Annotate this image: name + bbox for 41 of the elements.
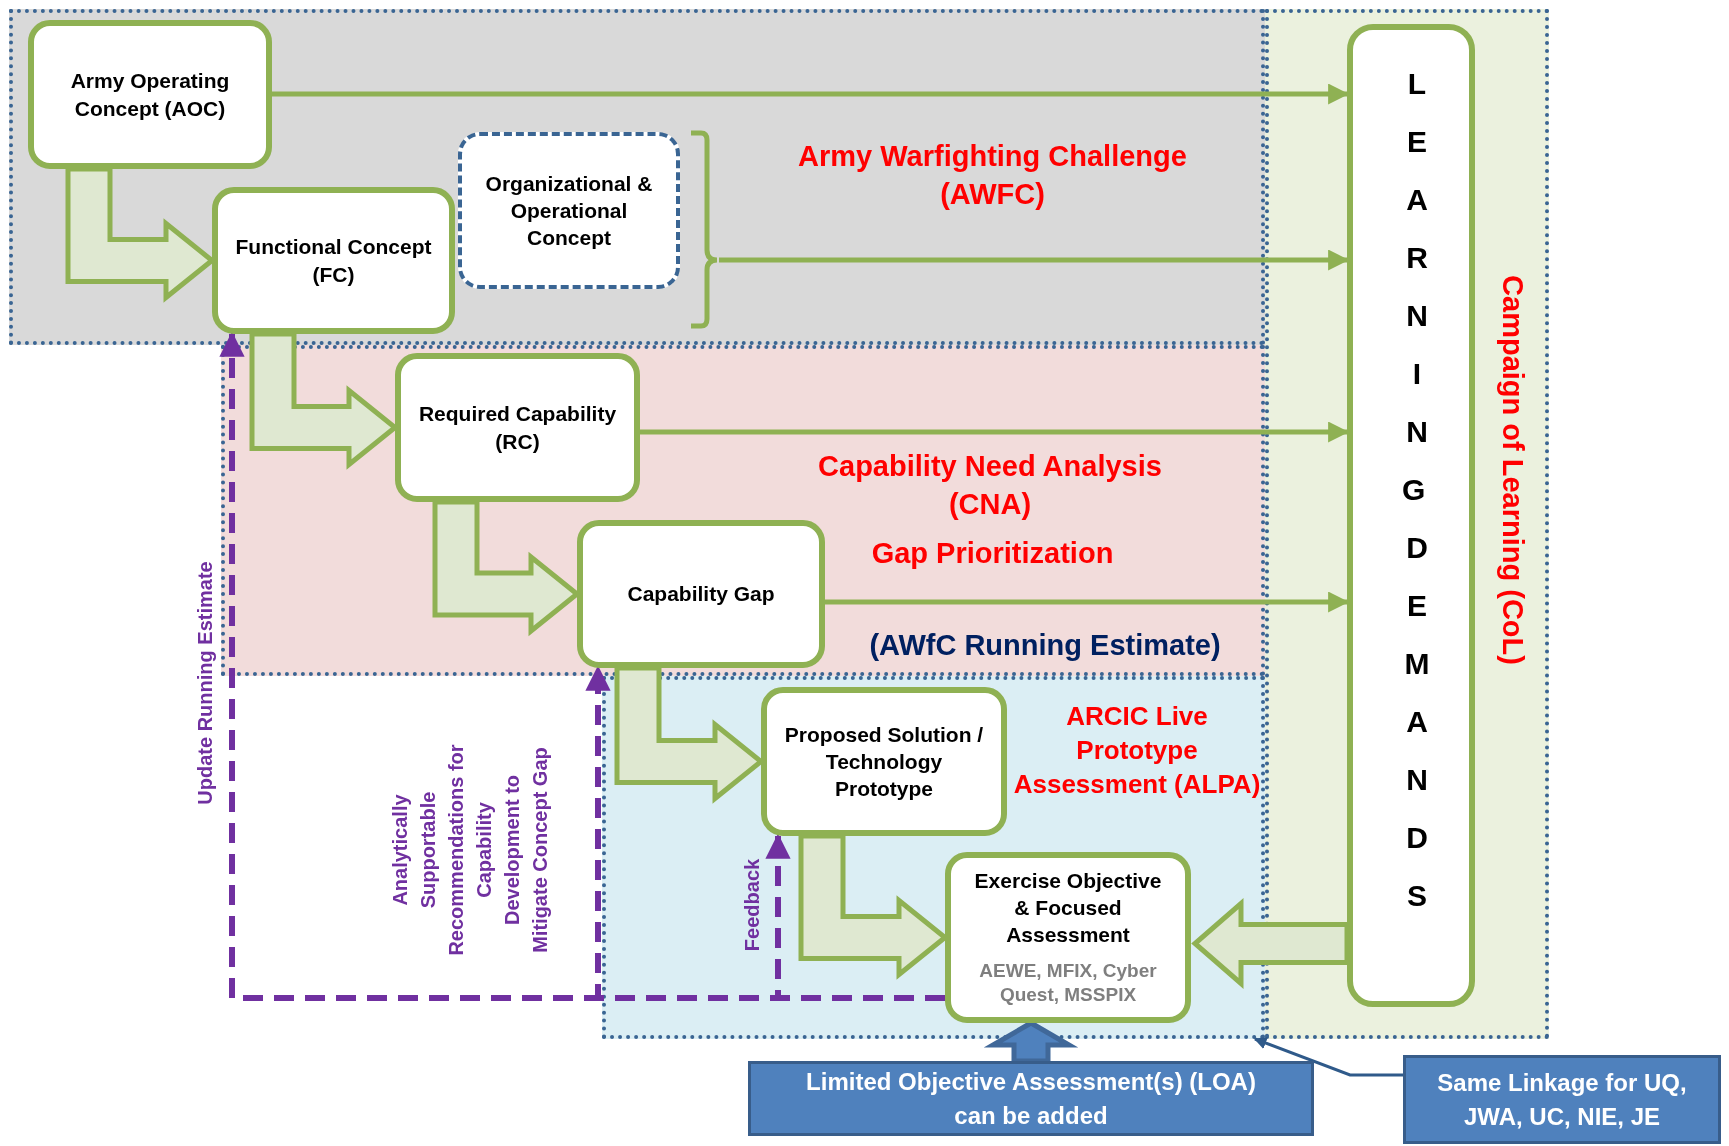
region-label: Army Warfighting Challenge (AWFC) xyxy=(797,139,1188,212)
note-box xyxy=(748,1061,1314,1136)
process-box xyxy=(28,20,272,169)
process-box xyxy=(761,687,1007,836)
edge-label: Update Running Estimate xyxy=(193,560,217,807)
process-box xyxy=(945,852,1191,1023)
box-label: Required Capability (RC) xyxy=(417,401,618,455)
concept-box xyxy=(458,132,680,289)
box-note: AEWE, MFIX, Cyber Quest, MSSPIX xyxy=(978,958,1158,1008)
box-label: Proposed Solution / Technology Prototype xyxy=(783,721,985,803)
vertical-label: LEARNING DEMANDS xyxy=(1402,66,1461,914)
region-label: (AWfC Running Estimate) xyxy=(868,628,1222,663)
leader-line xyxy=(1253,1037,1403,1077)
region-panel xyxy=(1265,9,1549,1039)
box-label: Exercise Objective & Focused Assessment xyxy=(973,867,1163,949)
edge-label: Feedback xyxy=(740,857,764,954)
region-label: Campaign of Learning (CoL) xyxy=(1495,275,1530,665)
edge-label: Analytically Supportable Recommendations for Capability Development to Mitigate Concept Gap xyxy=(388,743,552,958)
process-box xyxy=(395,353,640,502)
learning-demands-box xyxy=(1347,24,1475,1007)
region-label: Capability Need Analysis (CNA) xyxy=(817,449,1163,522)
region-label: ARCIC Live Prototype Assessment (ALPA) xyxy=(1012,700,1262,801)
box-label: Functional Concept (FC) xyxy=(234,234,433,288)
region-panel xyxy=(9,9,1265,345)
arrow xyxy=(719,249,1350,271)
region-panel xyxy=(221,345,1265,676)
box-label: Army Operating Concept (AOC) xyxy=(69,68,231,122)
process-box xyxy=(212,187,455,334)
arrow xyxy=(825,591,1350,613)
box-label: Organizational & Operational Concept xyxy=(484,170,654,252)
region-label: Gap Prioritization xyxy=(870,536,1115,571)
arrow xyxy=(640,421,1350,443)
block-arrow xyxy=(1191,898,1350,989)
arrow xyxy=(272,83,1350,105)
block-arrow xyxy=(983,1020,1079,1064)
box-label: Capability Gap xyxy=(626,581,776,608)
box-label: Same Linkage for UQ, JWA, UC, NIE, JE xyxy=(1436,1067,1688,1132)
box-label: Limited Objective Assessment(s) (LOA) can be added xyxy=(805,1066,1257,1131)
bracket xyxy=(691,130,720,329)
note-box xyxy=(1403,1055,1721,1144)
process-box xyxy=(577,520,825,668)
